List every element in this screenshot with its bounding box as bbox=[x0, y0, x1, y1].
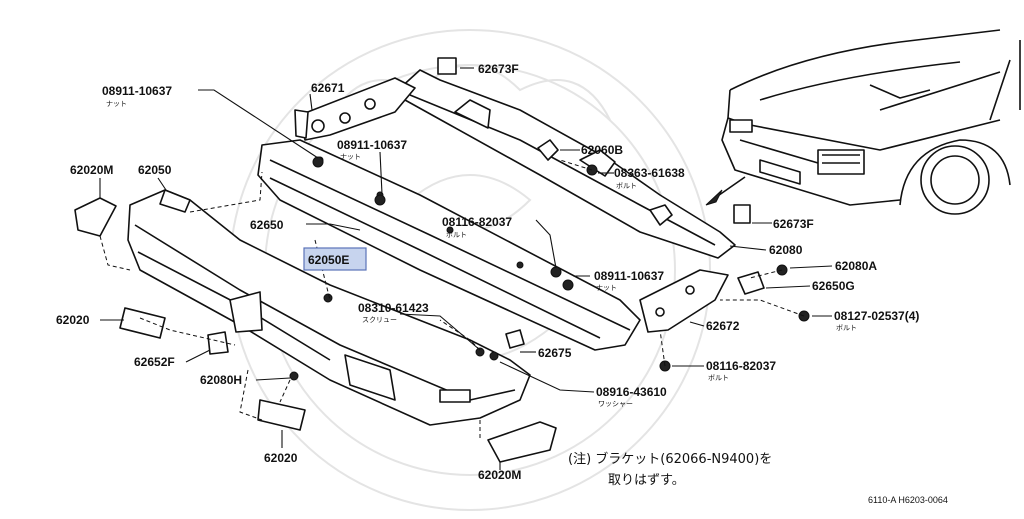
highlight-62050e bbox=[303, 247, 367, 271]
part-62050-bumper-cover bbox=[127, 189, 531, 426]
label-62675[interactable]: 62675 bbox=[538, 346, 572, 360]
sublabel-bolt-c: ボルト bbox=[836, 324, 857, 332]
label-62673f-right[interactable]: 62673F bbox=[773, 217, 814, 231]
sublabel-bolt-b: ボルト bbox=[446, 231, 467, 239]
clip-62673f-right bbox=[733, 204, 751, 224]
label-62672[interactable]: 62672 bbox=[706, 319, 740, 333]
label-08911-10637-b[interactable]: 08911-10637 bbox=[337, 138, 407, 152]
part-62671-bracket bbox=[294, 77, 416, 141]
part-62672-bracket bbox=[639, 269, 729, 333]
label-08911-10637-a[interactable]: 08911-10637 bbox=[102, 84, 172, 98]
direction-arrowhead bbox=[705, 189, 723, 206]
label-62020m-bottom[interactable]: 62020M bbox=[478, 468, 521, 482]
vehicle-front-illustration bbox=[721, 29, 1021, 215]
part-62020m-bottom-cap bbox=[487, 421, 557, 463]
label-62050e[interactable]: 62050E bbox=[308, 253, 349, 267]
clip-62673f-top bbox=[437, 57, 457, 75]
sublabel-nut-a: ナット bbox=[106, 100, 127, 108]
label-62650g[interactable]: 62650G bbox=[812, 279, 855, 293]
label-62650[interactable]: 62650 bbox=[250, 218, 284, 232]
part-62020-left-pad bbox=[119, 307, 166, 339]
label-62050[interactable]: 62050 bbox=[138, 163, 172, 177]
diagram-code: 6110-A H6203-0064 bbox=[868, 495, 948, 505]
part-62060b bbox=[537, 139, 559, 161]
part-62080-reinforcement bbox=[397, 69, 736, 259]
label-62652f[interactable]: 62652F bbox=[134, 355, 175, 369]
part-62650g bbox=[737, 271, 765, 295]
sublabel-washer: ワッシャー bbox=[598, 400, 633, 408]
sublabel-nut-b: ナット bbox=[340, 153, 361, 161]
label-62060b[interactable]: 62060B bbox=[581, 143, 623, 157]
label-08127-02537[interactable]: 08127-02537(4) bbox=[834, 309, 919, 323]
sublabel-nut-c: ナット bbox=[596, 284, 617, 292]
sublabel-bolt-a: ボルト bbox=[616, 182, 637, 190]
sublabel-bolt-d: ボルト bbox=[708, 374, 729, 382]
label-62673f-top[interactable]: 62673F bbox=[478, 62, 519, 76]
part-62020-bottom-pad bbox=[257, 399, 306, 431]
label-08116-82037-b[interactable]: 08116-82037 bbox=[706, 359, 776, 373]
label-08916-43610[interactable]: 08916-43610 bbox=[596, 385, 667, 399]
label-08116-82037-a[interactable]: 08116-82037 bbox=[442, 215, 512, 229]
leader-lines bbox=[99, 67, 833, 470]
label-62020-left[interactable]: 62020 bbox=[56, 313, 90, 327]
part-62020m-left-cap bbox=[74, 197, 117, 237]
label-08911-10637-c[interactable]: 08911-10637 bbox=[594, 269, 664, 283]
label-62020-bottom[interactable]: 62020 bbox=[264, 451, 298, 465]
note-line-2: 取りはずす。 bbox=[608, 473, 685, 488]
label-62671[interactable]: 62671 bbox=[311, 81, 345, 95]
label-62080h[interactable]: 62080H bbox=[200, 373, 242, 387]
note-line-1: (注) ブラケット(62066-N9400)を bbox=[568, 451, 772, 467]
label-62020m-left[interactable]: 62020M bbox=[70, 163, 113, 177]
label-62080a[interactable]: 62080A bbox=[835, 259, 877, 273]
label-62080[interactable]: 62080 bbox=[769, 243, 803, 257]
part-62675 bbox=[505, 329, 525, 349]
label-08363-61638[interactable]: 08363-61638 bbox=[614, 166, 685, 180]
label-08310-61423[interactable]: 08310-61423 bbox=[358, 301, 429, 315]
part-62652f bbox=[207, 331, 229, 355]
sublabel-screw: スクリュー bbox=[362, 316, 397, 324]
